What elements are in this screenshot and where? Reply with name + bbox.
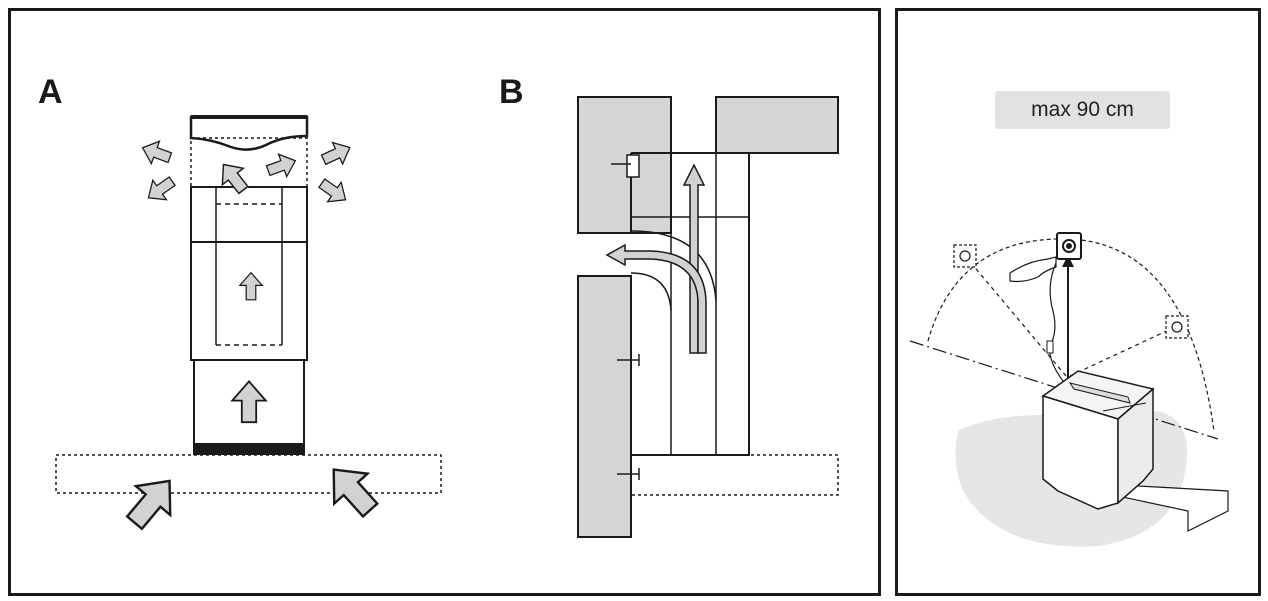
worktop-edge <box>1047 480 1229 532</box>
airflow-drawings <box>55 96 839 539</box>
power-cable <box>1049 262 1064 382</box>
filter-base <box>193 443 305 455</box>
arrow-top-center <box>212 155 255 199</box>
panel-a-label: A <box>38 73 63 111</box>
arrow-intake-left <box>116 465 188 539</box>
side-wall-lower <box>577 275 632 538</box>
airflow-arrows-a <box>116 135 388 539</box>
diagram-b <box>577 96 839 538</box>
appliance-unit <box>1041 370 1155 510</box>
socket-right <box>1165 315 1189 339</box>
arrow-out-right-down <box>314 172 353 211</box>
ceiling-wall-left <box>577 96 672 234</box>
arrow-filter-up <box>231 380 267 424</box>
arrow-out-left-down <box>141 170 180 209</box>
socket-left <box>953 244 977 268</box>
hand-icon <box>1009 256 1057 283</box>
hood-canopy <box>55 454 442 494</box>
lower-chimney <box>190 241 308 361</box>
arrow-intake-right <box>315 453 388 527</box>
chimney-outline <box>630 152 750 456</box>
max-distance-badge: max 90 cm <box>995 91 1170 129</box>
reference-line <box>909 340 1219 440</box>
wall-screws <box>617 354 640 480</box>
upper-chimney <box>190 186 308 243</box>
diagram-panel-installation: max 90 cm <box>895 8 1261 596</box>
socket-top <box>1056 232 1082 260</box>
panel-b-label: B <box>499 73 524 111</box>
range-rays <box>965 256 1174 377</box>
diagram-panel-airflow: A B <box>8 8 881 596</box>
arrow-out-center-right <box>263 148 301 183</box>
hood-top-cap <box>189 115 309 151</box>
hood-canopy-b <box>631 454 839 496</box>
arrow-out-right-up <box>318 136 356 172</box>
arrow-bend-left <box>605 243 707 354</box>
ceiling-wall-right <box>715 96 839 154</box>
diagram-a <box>55 115 442 494</box>
wall-bracket <box>626 154 640 178</box>
appliance-side <box>1117 387 1154 505</box>
arrow-chimney-up <box>239 272 263 301</box>
installation-drawing <box>909 232 1229 547</box>
arrow-out-left-up <box>137 135 175 170</box>
airflow-arrows-b <box>605 163 707 354</box>
